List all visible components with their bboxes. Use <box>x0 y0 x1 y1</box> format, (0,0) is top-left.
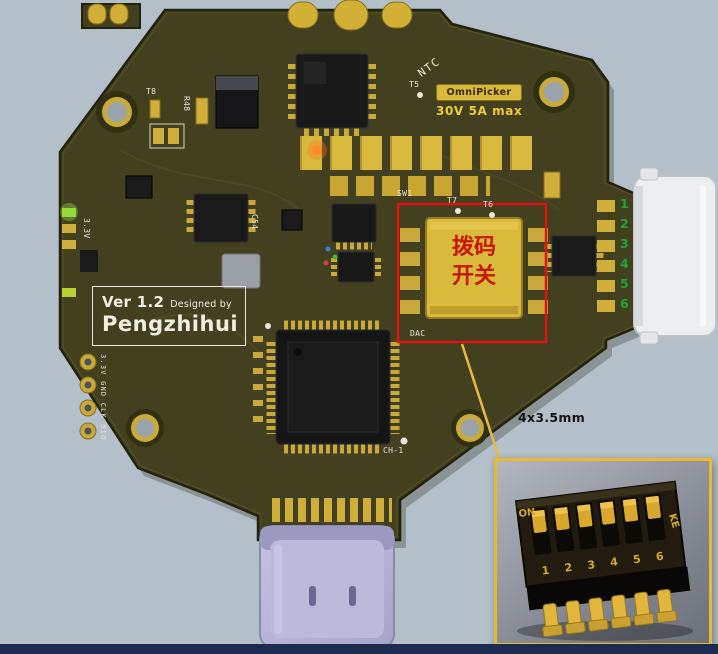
silkscreen-c54: C54 <box>250 214 259 230</box>
silkscreen-debug-header: 3.3V GND CLK DIO <box>99 354 107 441</box>
silkscreen-t5: T5 <box>409 80 420 89</box>
inset-num-5: 5 <box>632 553 641 567</box>
silkscreen-r48: R48 <box>182 96 191 112</box>
silkscreen-t7: T7 <box>447 196 458 205</box>
dip-switch-illustration: ON KE 1 2 3 4 5 6 <box>514 480 693 641</box>
silkscreen-dac: DAC <box>410 329 426 338</box>
regulator-module <box>125 75 259 199</box>
connector-pin-2: 2 <box>620 216 629 231</box>
designed-by-label: Designed by <box>170 299 232 310</box>
connector-pin-5: 5 <box>620 276 629 291</box>
power-ic-chip <box>288 53 376 136</box>
version-label: Ver 1.2 <box>102 293 165 311</box>
voltage-rating-label: 30V 5A max <box>436 104 523 118</box>
dip-label-line2: 开关 <box>451 263 496 289</box>
brand-badge: OmniPicker <box>436 84 522 101</box>
inset-num-2: 2 <box>564 561 573 575</box>
connector-pin-1: 1 <box>620 196 629 211</box>
silkscreen-t8: T8 <box>146 87 157 96</box>
driver-ic <box>544 235 604 277</box>
inset-num-1: 1 <box>541 564 550 578</box>
dip-switch-annotation-box <box>396 202 548 344</box>
annotation-leader-line <box>460 343 502 462</box>
dip-label-line1: 拨码 <box>451 235 496 260</box>
jst-connector <box>597 167 717 345</box>
mid-ics <box>186 193 381 289</box>
inset-on-label: ON <box>518 507 536 520</box>
mounting-holes <box>96 71 575 447</box>
test-points <box>400 92 495 445</box>
dip-switch-inset-photo: ON KE 1 2 3 4 5 6 <box>494 458 712 646</box>
bottom-bar <box>0 644 718 654</box>
capacitor-bank <box>300 136 561 199</box>
connector-pin-4: 4 <box>620 256 629 271</box>
debug-header-holes <box>79 353 97 440</box>
hole-size-note: 4x3.5mm <box>518 410 586 425</box>
silkscreen-t6: T6 <box>483 200 494 209</box>
dip-switch <box>400 217 548 319</box>
silkscreen-ch1: CH-1 <box>383 446 404 455</box>
silkscreen-3v3: 3.3V <box>82 218 91 239</box>
version-box: Ver 1.2 Designed by Pengzhihui <box>92 286 246 346</box>
inset-num-4: 4 <box>609 555 619 569</box>
silkscreen-sw1: SW1 <box>397 189 413 198</box>
connector-pin-6: 6 <box>620 296 629 311</box>
status-leds <box>60 203 98 297</box>
inset-brand-label: KE <box>666 512 681 529</box>
author-label: Pengzhihui <box>102 312 239 336</box>
connector-pin-3: 3 <box>620 236 629 251</box>
inset-num-3: 3 <box>587 558 596 572</box>
usb-c-connector <box>259 498 395 649</box>
inset-num-6: 6 <box>655 550 665 564</box>
dip-switch-chinese-label: 拨码 开关 <box>426 234 522 291</box>
mcu-chip <box>253 320 400 454</box>
top-edge-pads <box>87 0 413 31</box>
